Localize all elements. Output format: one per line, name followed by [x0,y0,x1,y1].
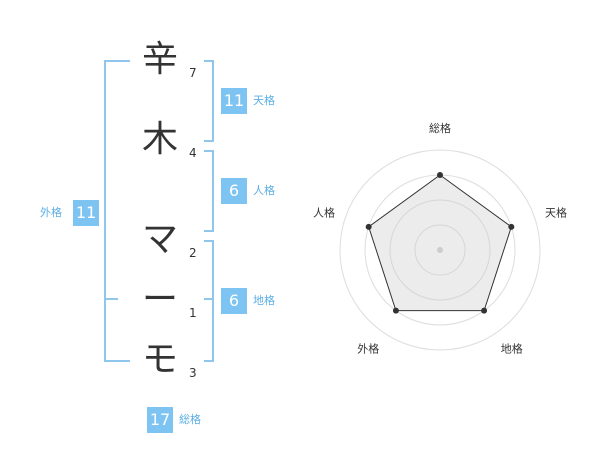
tenkaku-badge: 11 [221,88,247,114]
radar-point-4 [392,307,399,314]
soukaku-label: 総格 [179,413,201,426]
radar-ring-2 [389,199,491,301]
stroke-count-4: 1 [189,306,197,320]
radar-axis-label-5: 人格 [313,205,335,219]
radar-axis-label-4: 外格 [357,342,379,356]
radar-point-2 [508,223,515,230]
chikaku-divider [204,298,214,300]
radar-axis-label-3: 地格 [501,342,523,356]
stroke-count-5: 3 [189,366,197,380]
stroke-count-3: 2 [189,246,197,260]
gaikaku-divider [104,298,118,300]
stroke-count-1: 7 [189,66,197,80]
chikaku-bracket [204,240,214,362]
name-char-2: 木 [141,119,178,160]
jinkaku-badge: 6 [221,178,247,204]
jinkaku-bracket [204,150,214,232]
tenkaku-label: 天格 [253,94,275,107]
radar-point-5 [365,223,372,230]
radar-ring-1 [414,224,466,276]
name-char-3: マ [141,219,178,260]
chikaku-label: 地格 [253,294,275,307]
radar-ring-4 [339,149,541,351]
radar-point-3 [481,307,488,314]
radar-axis-label-1: 総格 [429,121,451,135]
chikaku-badge: 6 [221,288,247,314]
name-char-4: ー [141,279,178,320]
radar-point-1 [437,172,443,178]
radar-center [437,247,443,253]
gaikaku-badge: 11 [73,200,99,226]
gaikaku-label: 外格 [40,206,62,219]
name-char-5: モ [141,339,178,380]
stroke-count-2: 4 [189,146,197,160]
radar-axis-label-2: 天格 [545,205,567,219]
soukaku-badge: 17 [147,407,173,433]
gaikaku-bracket [104,60,130,362]
jinkaku-label: 人格 [253,184,275,197]
radar-polygon [368,174,512,312]
name-char-1: 辛 [141,39,178,80]
tenkaku-bracket [204,60,214,142]
